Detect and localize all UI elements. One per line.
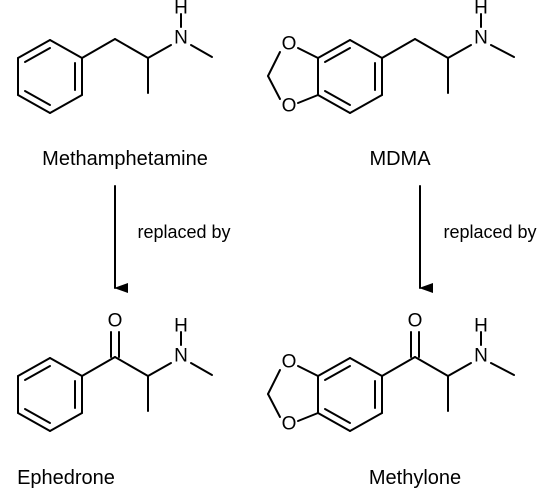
- ephedrone-n-atom: N: [174, 346, 188, 367]
- ephedrone-o-atom: O: [108, 311, 123, 332]
- methylone-o2-atom: O: [282, 414, 297, 435]
- right-arrow-label: replaced by: [443, 222, 536, 242]
- mdma-structure: [267, 13, 515, 114]
- mdma-o1-atom: O: [282, 34, 297, 55]
- ephedrone-structure: [17, 331, 213, 432]
- methamphetamine-structure: [17, 13, 213, 114]
- ephedrone-h-atom: H: [174, 316, 188, 337]
- methylone-o3-atom: O: [408, 311, 423, 332]
- mdma-o2-atom: O: [282, 96, 297, 117]
- left-arrow-label: replaced by: [137, 222, 230, 242]
- mdma-n-atom: N: [474, 28, 488, 49]
- methylone-o1-atom: O: [282, 352, 297, 373]
- methylone-n-atom: N: [474, 346, 488, 367]
- mdma-label: MDMA: [369, 148, 431, 170]
- methamphetamine-n-atom: N: [174, 28, 188, 49]
- methylone-label: Methylone: [369, 467, 461, 489]
- ephedrone-label: Ephedrone: [17, 467, 115, 489]
- methamphetamine-label: Methamphetamine: [42, 148, 208, 170]
- methylone-structure: [267, 331, 515, 432]
- methamphetamine-h-atom: H: [174, 0, 188, 19]
- methylone-h-atom: H: [474, 316, 488, 337]
- mdma-h-atom: H: [474, 0, 488, 19]
